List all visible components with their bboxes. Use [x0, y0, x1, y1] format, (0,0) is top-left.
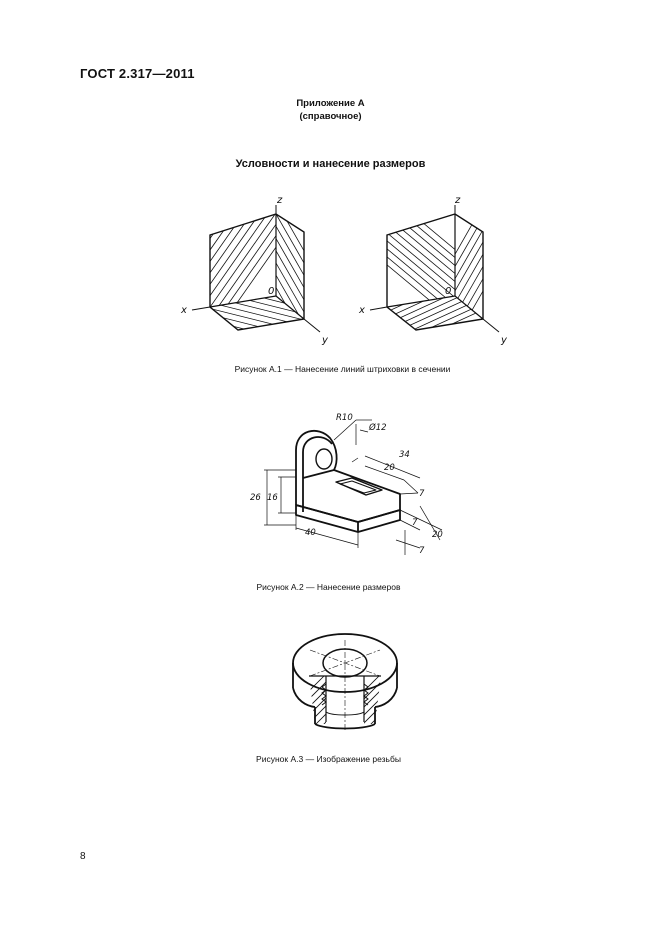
axis-z-label-right: z	[454, 195, 461, 206]
page-number: 8	[80, 851, 86, 862]
hatch-right	[364, 676, 381, 724]
axis-y-label-left: y	[321, 335, 329, 346]
dim-r10: R10	[336, 413, 353, 423]
thread-marks	[321, 683, 369, 706]
hatch-left	[309, 676, 326, 724]
annex-subtitle: (справочное)	[299, 111, 362, 122]
dim-34: 34	[399, 450, 410, 460]
dim-7-top: 7	[419, 489, 425, 499]
figure-a3-caption: Рисунок А.3 — Изображение резьбы	[256, 754, 401, 764]
origin-label-right: 0	[445, 286, 451, 297]
dim-7-bottom: 7	[419, 546, 425, 556]
center-lines	[309, 640, 381, 730]
bracket-part	[295, 429, 401, 533]
figure-a1-caption: Рисунок А.1 — Нанесение линий штриховки …	[234, 364, 451, 374]
document-code: ГОСТ 2.317—2011	[80, 66, 195, 81]
figure-a2-caption: Рисунок А.2 — Нанесение размеров	[256, 582, 401, 592]
dim-d12: Ø12	[368, 422, 387, 433]
dim-40: 40	[305, 528, 316, 538]
origin-label-left: 0	[268, 286, 274, 297]
axis-y-label-right: y	[500, 335, 508, 346]
dim-26: 26	[250, 493, 261, 503]
dim-20-top: 20	[384, 463, 395, 473]
axis-z-label-left: z	[276, 195, 283, 206]
axis-x-label-right: x	[358, 305, 365, 316]
dim-16: 16	[267, 493, 278, 503]
section-title: Условности и нанесение размеров	[235, 158, 426, 170]
dimension-lines	[264, 419, 443, 555]
axis-x-label-left: x	[180, 305, 187, 316]
annex-title: Приложение А	[296, 98, 365, 109]
dim-20-right: 20	[432, 530, 443, 540]
dim-7-mid: 7	[412, 518, 418, 528]
